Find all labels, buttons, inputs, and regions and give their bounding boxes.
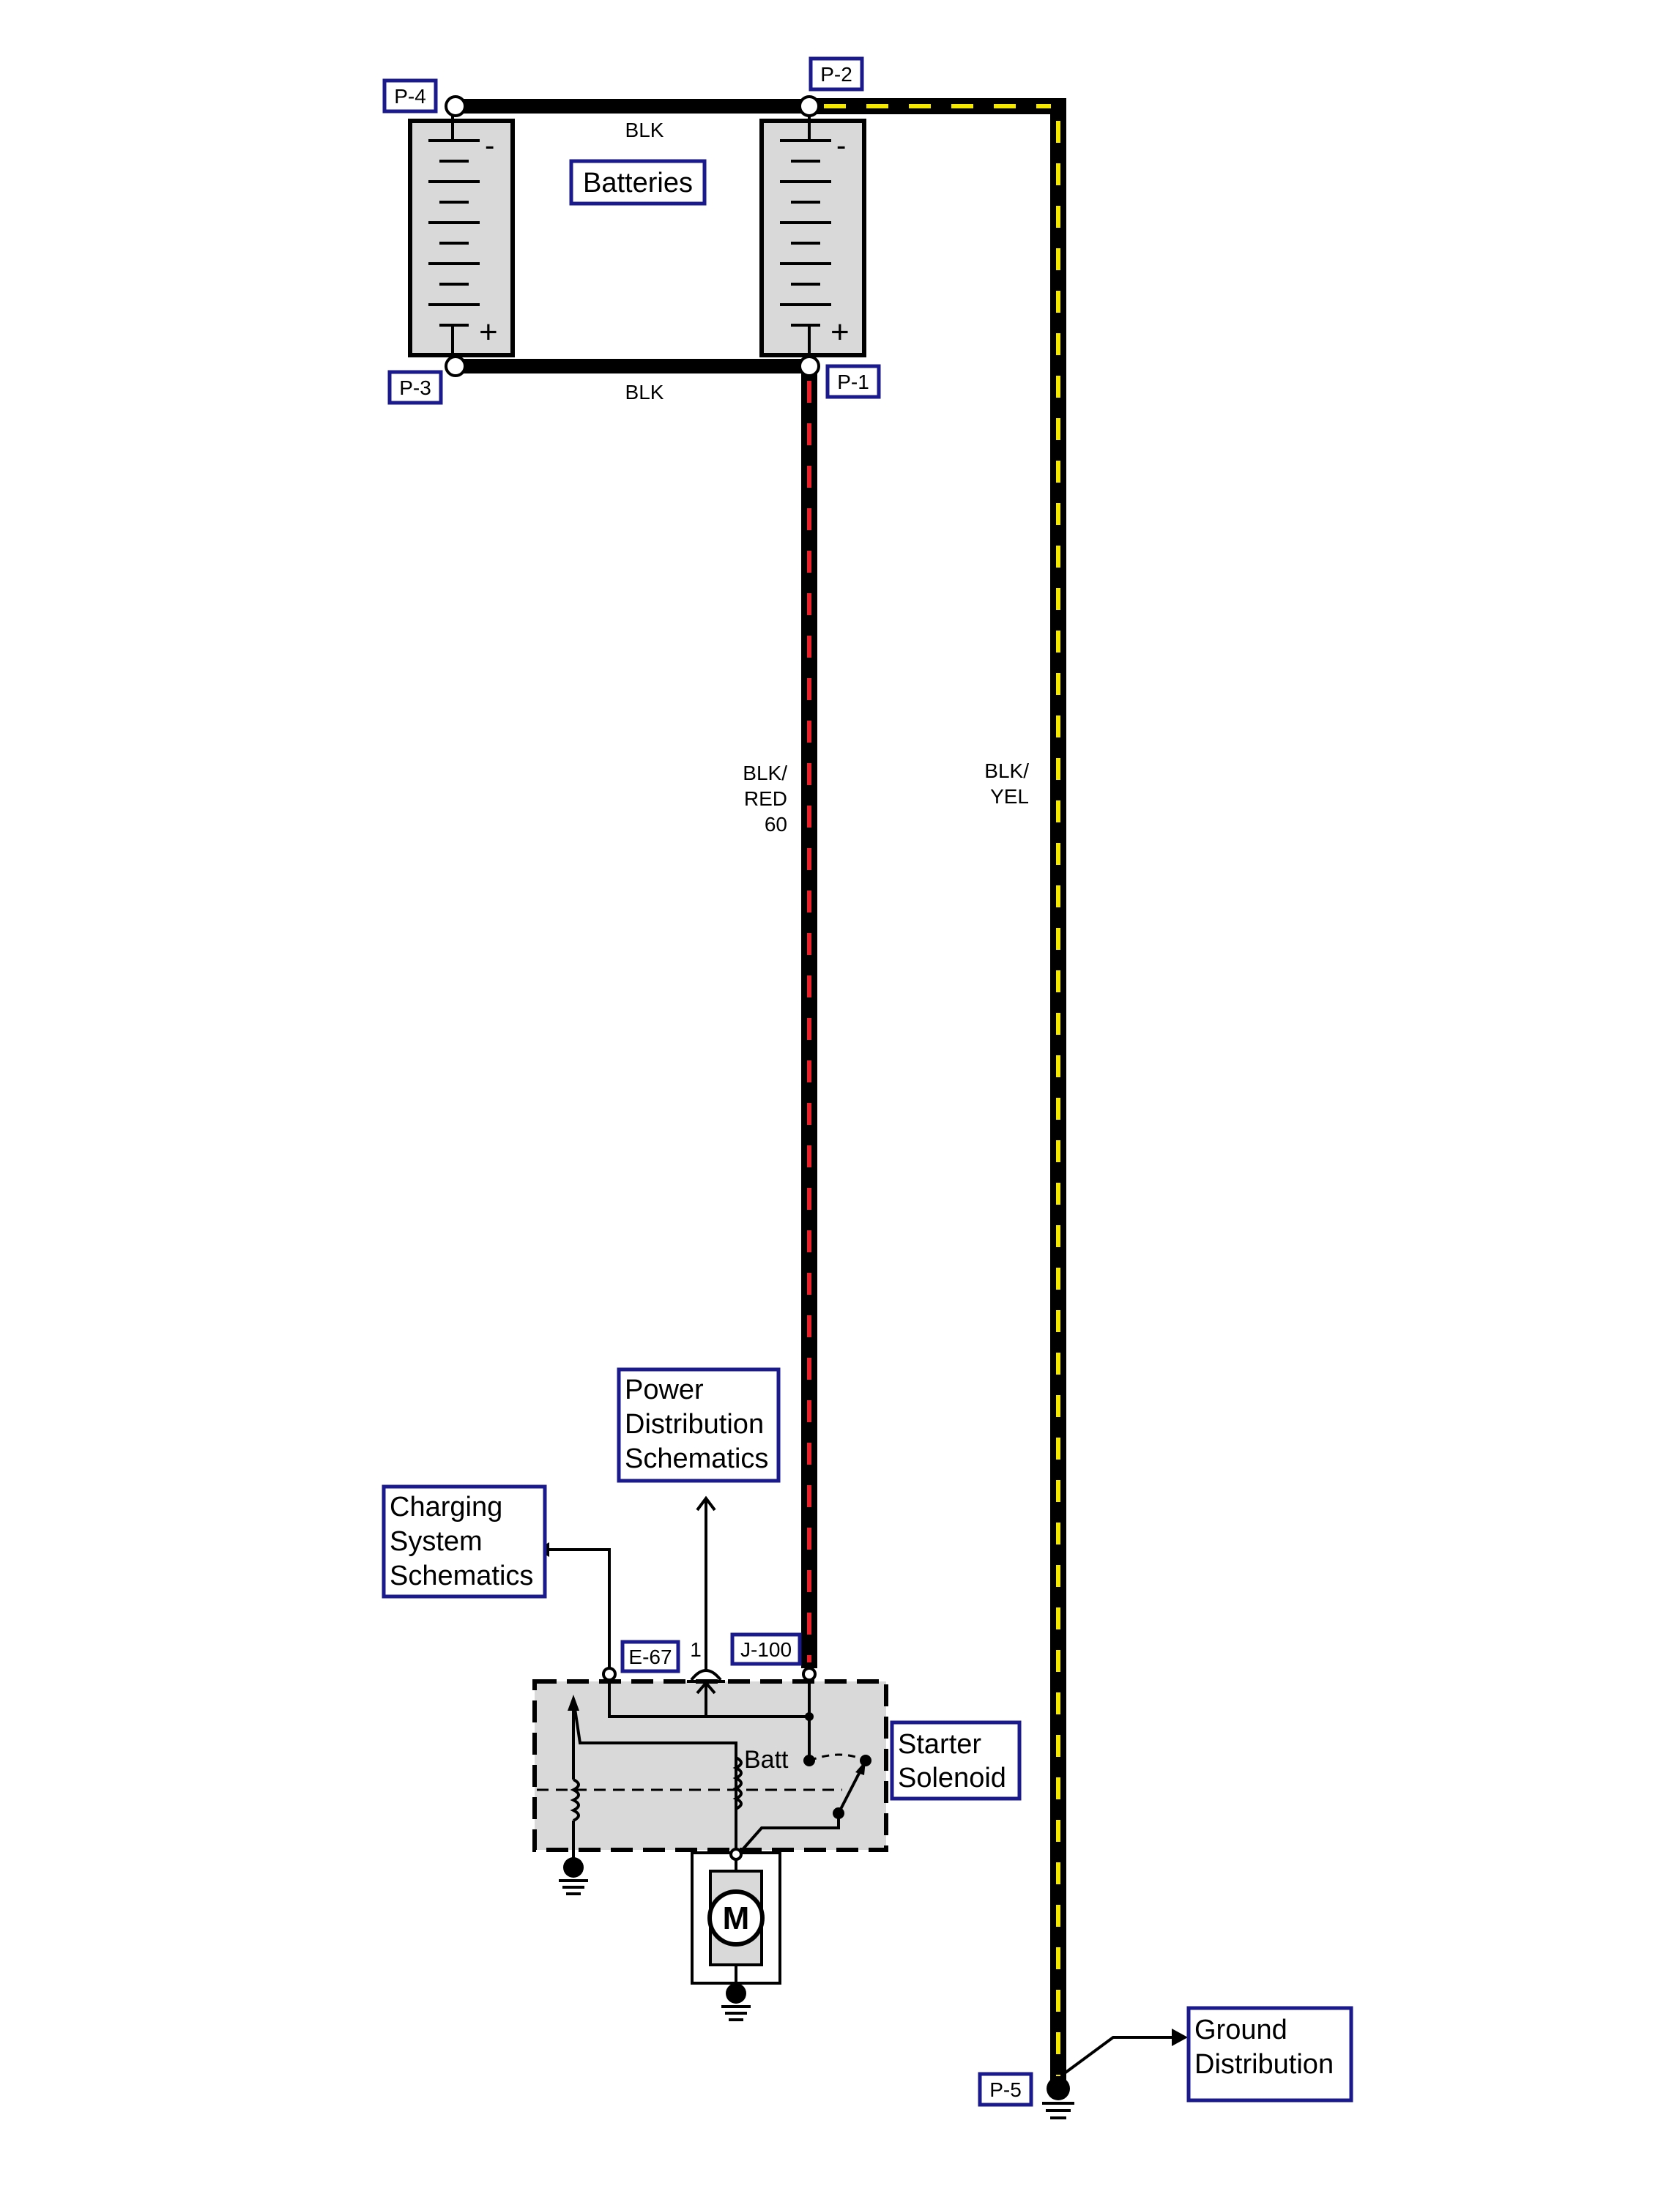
splice-p3 bbox=[445, 355, 467, 377]
motor-m-label: M bbox=[723, 1900, 750, 1936]
battery-left-minus-mark: - bbox=[485, 130, 494, 162]
battery-right: - + bbox=[759, 106, 866, 366]
power-distribution-box: Power Distribution Schematics bbox=[617, 1367, 781, 1483]
battery-right-minus-mark: - bbox=[836, 130, 846, 162]
label-top-blk: BLK bbox=[625, 119, 664, 141]
starter-solenoid-box: Starter Solenoid bbox=[890, 1720, 1022, 1801]
tag-p3-text: P-3 bbox=[399, 376, 431, 399]
label-blk-red-3: 60 bbox=[765, 813, 787, 836]
batteries-label-box: Batteries bbox=[569, 159, 707, 206]
wire-blk-yel bbox=[809, 98, 1066, 2087]
power-line-3: Schematics bbox=[625, 1443, 768, 1474]
starter-line-2: Solenoid bbox=[898, 1763, 1006, 1793]
ground-icon-solenoid bbox=[559, 1857, 588, 1895]
tag-e67: E-67 bbox=[620, 1640, 680, 1673]
ground-arrow-line bbox=[1064, 2036, 1172, 2074]
tag-j100: J-100 bbox=[730, 1632, 802, 1666]
label-blk-red-1: BLK/ bbox=[743, 762, 787, 784]
power-line-1: Power bbox=[625, 1375, 704, 1405]
ground-distribution-box: Ground Distribution bbox=[1186, 2006, 1353, 2103]
tag-p4-text: P-4 bbox=[394, 85, 426, 108]
charging-line-3: Schematics bbox=[390, 1561, 533, 1591]
tag-p5-text: P-5 bbox=[989, 2078, 1022, 2101]
batteries-label: Batteries bbox=[583, 168, 693, 198]
tag-p5: P-5 bbox=[978, 2072, 1033, 2107]
battery-left-plus-mark: + bbox=[479, 314, 498, 350]
starter-solenoid: Batt bbox=[532, 1495, 888, 1864]
charging-system-box: Charging System Schematics bbox=[382, 1484, 547, 1599]
tag-j100-text: J-100 bbox=[740, 1638, 792, 1661]
terminal-j100 bbox=[802, 1667, 817, 1681]
splice-p1 bbox=[798, 355, 820, 377]
tag-p1-text: P-1 bbox=[837, 371, 869, 393]
ground-icon-motor bbox=[721, 1983, 751, 2021]
label-blk-red-2: RED bbox=[744, 787, 787, 810]
charging-line-2: System bbox=[390, 1526, 483, 1557]
tag-p1: P-1 bbox=[825, 364, 881, 399]
splice-p2 bbox=[798, 95, 820, 117]
battery-right-plus-mark: + bbox=[830, 314, 850, 350]
starter-line-1: Starter bbox=[898, 1729, 981, 1760]
ground-icon-p5 bbox=[1042, 2077, 1074, 2119]
charging-line-1: Charging bbox=[390, 1492, 502, 1523]
power-line-2: Distribution bbox=[625, 1409, 764, 1440]
tag-p3: P-3 bbox=[387, 370, 443, 405]
starter-motor: M bbox=[691, 1848, 781, 1985]
batt-label: Batt bbox=[744, 1746, 789, 1774]
ground-line-1: Ground bbox=[1194, 2015, 1287, 2045]
tag-e67-text: E-67 bbox=[628, 1646, 672, 1668]
terminal-e67 bbox=[602, 1667, 617, 1681]
label-bottom-blk: BLK bbox=[625, 381, 664, 404]
label-blk-yel-1: BLK/ bbox=[984, 759, 1029, 782]
splice-p4 bbox=[445, 95, 467, 117]
label-blk-yel-2: YEL bbox=[990, 785, 1029, 808]
battery-left: - + bbox=[408, 106, 515, 366]
tag-p2-text: P-2 bbox=[820, 63, 852, 86]
ground-arrow-head bbox=[1172, 2029, 1188, 2046]
tag-p4: P-4 bbox=[382, 78, 438, 114]
pin-1-label: 1 bbox=[690, 1638, 702, 1661]
tag-p2: P-2 bbox=[809, 56, 864, 92]
ground-line-2: Distribution bbox=[1194, 2049, 1334, 2080]
